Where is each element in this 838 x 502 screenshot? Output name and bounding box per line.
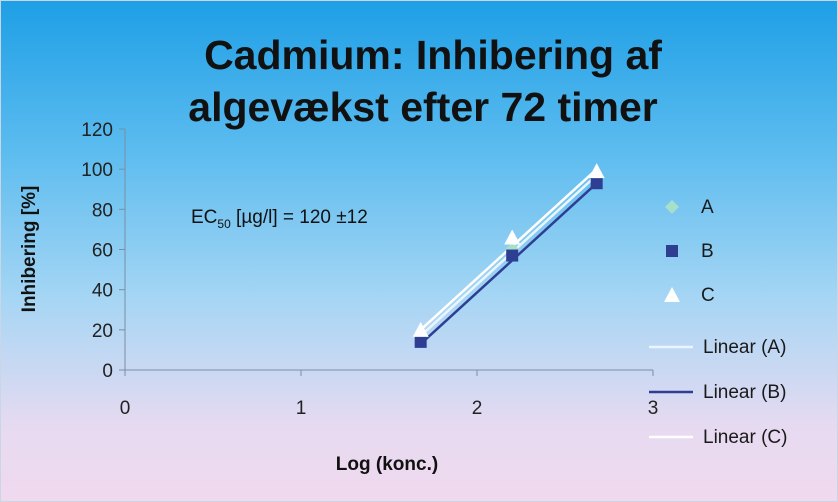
data-point-c <box>412 321 429 337</box>
legend-label-b: B <box>701 241 714 262</box>
legend: A B C Linear (A) Linear (B) Linear (C) <box>649 197 787 448</box>
y-tick-label: 40 <box>92 281 113 302</box>
legend-label-trend-1: Linear (A) <box>703 337 786 358</box>
ec50-annotation: EC50 [µg/l] = 120 ±12 <box>191 207 368 231</box>
data-markers <box>412 163 605 348</box>
y-tick-label: 100 <box>81 160 113 181</box>
legend-label-trend-2: Linear (B) <box>703 382 786 403</box>
ec50-subscript: 50 <box>217 217 231 231</box>
legend-marker-b <box>666 245 678 257</box>
y-tick-label: 120 <box>81 120 113 141</box>
legend-marker-a <box>665 200 679 214</box>
x-axis-label: Log (konc.) <box>336 454 438 475</box>
trendline-2 <box>419 182 598 345</box>
data-point-c <box>504 229 521 245</box>
legend-label-c: C <box>701 285 715 306</box>
axes: 0 20 40 60 80 100 120 0 1 2 3 <box>81 120 658 419</box>
x-tick-label: 0 <box>120 398 131 419</box>
data-point-b <box>590 177 603 190</box>
legend-marker-c <box>664 287 680 302</box>
legend-label-a: A <box>701 197 714 218</box>
y-tick-label: 0 <box>102 361 113 382</box>
data-point-b <box>506 249 519 262</box>
y-axis-label: Inhibering [%] <box>19 186 40 313</box>
y-tick-label: 80 <box>92 200 113 221</box>
data-point-b <box>414 335 427 348</box>
ec50-value: [µg/l] = 120 ±12 <box>231 207 368 228</box>
legend-label-trend-3: Linear (C) <box>703 427 787 448</box>
x-tick-label: 2 <box>472 398 483 419</box>
x-tick-label: 3 <box>648 398 659 419</box>
ec50-base: EC <box>191 207 217 228</box>
data-point-c <box>588 163 605 179</box>
x-tick-label: 1 <box>296 398 307 419</box>
y-tick-label: 20 <box>92 321 113 342</box>
chart-title-line-2: algevækst efter 72 timer <box>188 84 658 130</box>
chart-title-line-1: Cadmium: Inhibering af <box>204 32 662 78</box>
y-tick-label: 60 <box>92 241 113 262</box>
